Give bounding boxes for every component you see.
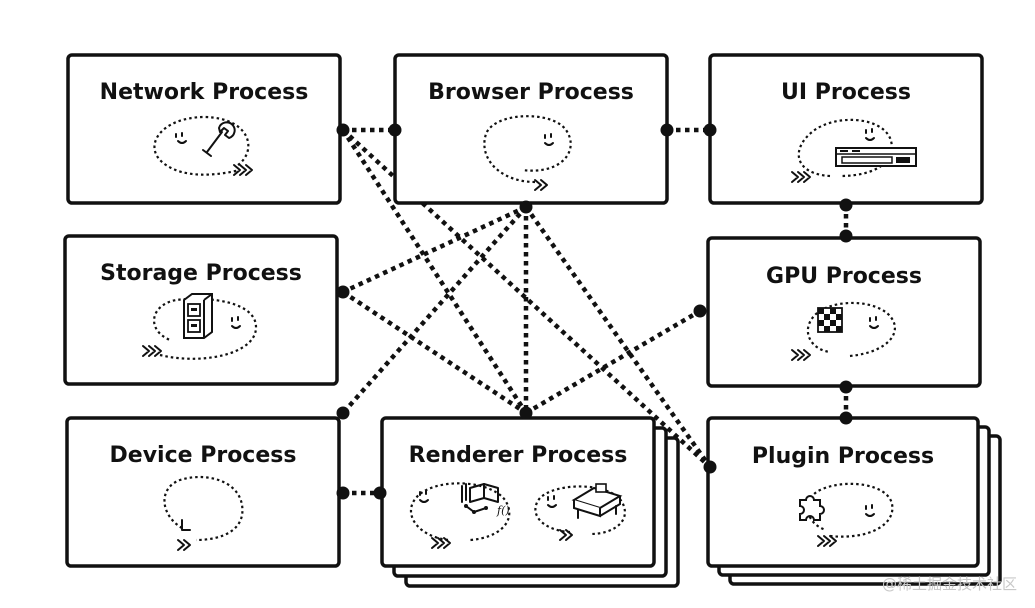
device-process-box: Device Process	[65, 416, 341, 568]
plugin-process-title: Plugin Process	[752, 444, 934, 469]
gpu-process-title: GPU Process	[766, 264, 922, 289]
storage-process-title: Storage Process	[100, 261, 302, 286]
ui-process-character	[791, 118, 893, 183]
device-process-title: Device Process	[110, 443, 297, 468]
connection-dots	[336, 123, 853, 500]
dot-browser-left	[388, 123, 402, 137]
dot-gpu-bottom	[839, 380, 853, 394]
dot-renderer-left	[373, 486, 387, 500]
link-browser-device	[341, 205, 528, 415]
link-browser-storage	[342, 204, 527, 295]
browser-process-box: Browser Process	[393, 53, 669, 205]
network-process-character	[153, 115, 253, 176]
browser-process-character	[483, 115, 572, 191]
filing-cabinet-icon	[183, 293, 213, 339]
dot-browser-bottom	[519, 200, 533, 214]
network-process-title: Network Process	[100, 80, 309, 105]
link-browser-plugin	[524, 205, 712, 469]
network-process-box: Network Process	[66, 53, 342, 205]
svg-text:f(): f()	[496, 504, 510, 517]
dot-browser-right	[660, 123, 674, 137]
puzzle-piece-icon	[799, 495, 825, 521]
browser-window-icon	[835, 147, 917, 167]
ui-process-title: UI Process	[781, 80, 911, 105]
pixel-grid-icon	[817, 307, 843, 333]
link-renderer-gpu	[524, 309, 702, 415]
browser-process-title: Browser Process	[428, 80, 634, 105]
renderer-process-box: Renderer Process f()	[380, 416, 680, 588]
link-storage-renderer	[341, 290, 528, 415]
plugin-process-box: Plugin Process	[706, 416, 1002, 586]
dot-network-right	[336, 123, 350, 137]
dot-ui-left	[703, 123, 717, 137]
book-code-icon: f()	[461, 483, 510, 517]
link-network-renderer	[341, 128, 528, 415]
watermark: @稀土掘金技术社区	[881, 575, 1017, 593]
dot-gpu-top	[839, 229, 853, 243]
dot-storage-right	[336, 285, 350, 299]
gpu-process-box: GPU Process	[706, 236, 982, 388]
renderer-process-character-right	[534, 485, 626, 541]
storage-process-box: Storage Process	[63, 234, 339, 386]
ui-process-box: UI Process	[708, 53, 984, 205]
gpu-process-character	[791, 301, 896, 361]
dot-ui-bottom	[839, 198, 853, 212]
renderer-process-title: Renderer Process	[409, 443, 628, 468]
dot-gpu-left	[693, 304, 707, 318]
device-process-character	[163, 476, 244, 551]
dot-plugin-left	[703, 460, 717, 474]
wrench-icon	[202, 121, 236, 157]
plugin-process-character	[806, 482, 894, 547]
dot-plugin-top	[839, 411, 853, 425]
storage-process-character	[142, 297, 258, 360]
dot-device-right	[336, 486, 350, 500]
dot-device-top-right	[336, 406, 350, 420]
renderer-process-character-left	[409, 482, 511, 549]
dot-renderer-top	[519, 406, 533, 420]
printer-icon	[571, 483, 623, 519]
